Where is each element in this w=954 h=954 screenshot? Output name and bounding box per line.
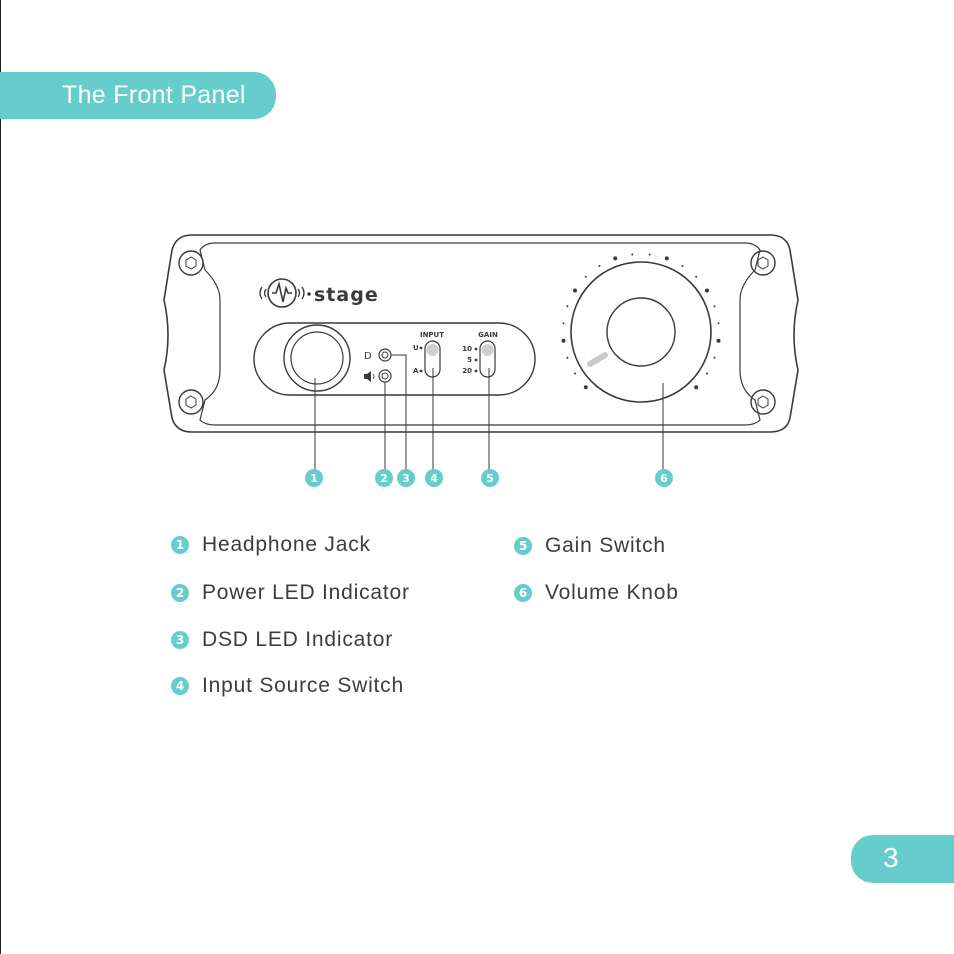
gain-position-10: 10 xyxy=(462,345,472,353)
section-title-tab: The Front Panel xyxy=(0,72,276,119)
callout-badge-4: 4 xyxy=(425,469,443,487)
volume-tick xyxy=(681,265,684,267)
input-source-switch xyxy=(424,340,441,378)
volume-tick xyxy=(664,256,669,261)
volume-tick xyxy=(713,356,716,359)
legend-number: 1 xyxy=(171,536,189,554)
volume-tick xyxy=(713,305,716,308)
gain-position-20: 20 xyxy=(462,367,472,375)
callout-badge-3: 3 xyxy=(397,469,415,487)
volume-tick xyxy=(613,256,618,261)
volume-tick xyxy=(574,372,576,375)
callout-leader-lines xyxy=(314,354,664,470)
screw-icon xyxy=(185,395,197,409)
input-position-a: A xyxy=(413,367,419,375)
dsd-led xyxy=(378,348,392,362)
legend-number: 4 xyxy=(171,677,189,695)
legend-label: Gain Switch xyxy=(545,534,666,557)
headphone-jack xyxy=(283,324,351,392)
screw-icon xyxy=(185,256,197,270)
volume-tick xyxy=(716,338,721,343)
volume-tick xyxy=(631,253,634,256)
callout-number: 5 xyxy=(486,472,494,485)
screw-bottom-right xyxy=(750,389,776,415)
legend-label: Power LED Indicator xyxy=(202,581,410,604)
screw-icon xyxy=(757,256,769,270)
logo-wordmark: stage xyxy=(314,284,379,306)
legend-number: 2 xyxy=(171,584,189,602)
volume-tick xyxy=(584,275,587,278)
page-number: 3 xyxy=(883,842,899,873)
volume-tick xyxy=(695,275,698,278)
callout-number: 4 xyxy=(430,472,438,485)
section-title: The Front Panel xyxy=(62,81,246,109)
speaker-icon xyxy=(364,371,375,382)
volume-knob-indicator xyxy=(587,352,608,367)
callout-badge-6: 6 xyxy=(655,469,673,487)
legend-label: Input Source Switch xyxy=(202,674,404,697)
volume-tick xyxy=(583,385,588,390)
waveform-logo-icon xyxy=(259,278,311,308)
gain-position-5: 5 xyxy=(467,356,472,364)
legend-item-dsd-led: 3 DSD LED Indicator xyxy=(171,628,393,652)
callout-number: 1 xyxy=(310,472,318,485)
legend-number: 6 xyxy=(514,584,532,602)
input-switch-title: INPUT xyxy=(420,331,444,339)
gain-switch xyxy=(479,340,496,378)
page-number-tab: 3 xyxy=(851,835,954,883)
callout-badge-2: 2 xyxy=(375,469,393,487)
legend-label: Headphone Jack xyxy=(202,533,371,556)
volume-tick xyxy=(694,385,699,390)
volume-tick xyxy=(566,305,569,308)
brand-logo: stage xyxy=(259,278,379,308)
legend-item-headphone-jack: 1 Headphone Jack xyxy=(171,533,371,557)
input-position-u: U xyxy=(413,344,419,352)
page-border xyxy=(0,0,1,954)
legend-item-input-source-switch: 4 Input Source Switch xyxy=(171,674,404,698)
legend-item-power-led: 2 Power LED Indicator xyxy=(171,581,410,605)
volume-tick xyxy=(717,322,720,325)
screw-icon xyxy=(757,395,769,409)
power-led xyxy=(378,369,392,383)
callout-badge-1: 1 xyxy=(305,469,323,487)
volume-tick xyxy=(598,265,601,267)
volume-tick xyxy=(566,356,569,359)
legend-item-volume-knob: 6 Volume Knob xyxy=(514,581,679,605)
volume-tick xyxy=(561,338,566,343)
screw-top-right xyxy=(750,250,776,276)
callout-badge-5: 5 xyxy=(481,469,499,487)
screw-top-left xyxy=(178,250,204,276)
legend-number: 5 xyxy=(514,537,532,555)
callout-number: 6 xyxy=(660,472,668,485)
screw-bottom-left xyxy=(178,389,204,415)
volume-knob xyxy=(561,253,721,403)
dsd-label: D xyxy=(364,351,372,362)
volume-tick xyxy=(648,253,651,256)
volume-tick xyxy=(562,322,565,325)
volume-tick xyxy=(705,288,709,293)
control-strip xyxy=(253,322,536,396)
callout-number: 2 xyxy=(380,472,388,485)
chassis-outline xyxy=(163,234,799,433)
legend-label: Volume Knob xyxy=(545,581,679,604)
gain-switch-title: GAIN xyxy=(478,331,498,339)
legend-item-gain-switch: 5 Gain Switch xyxy=(514,534,666,558)
legend-number: 3 xyxy=(171,631,189,649)
volume-tick xyxy=(706,372,708,375)
callout-number: 3 xyxy=(402,472,410,485)
volume-tick xyxy=(573,288,577,293)
volume-scale-ticks xyxy=(561,253,721,390)
panel-face xyxy=(199,242,761,426)
legend-label: DSD LED Indicator xyxy=(202,628,394,651)
